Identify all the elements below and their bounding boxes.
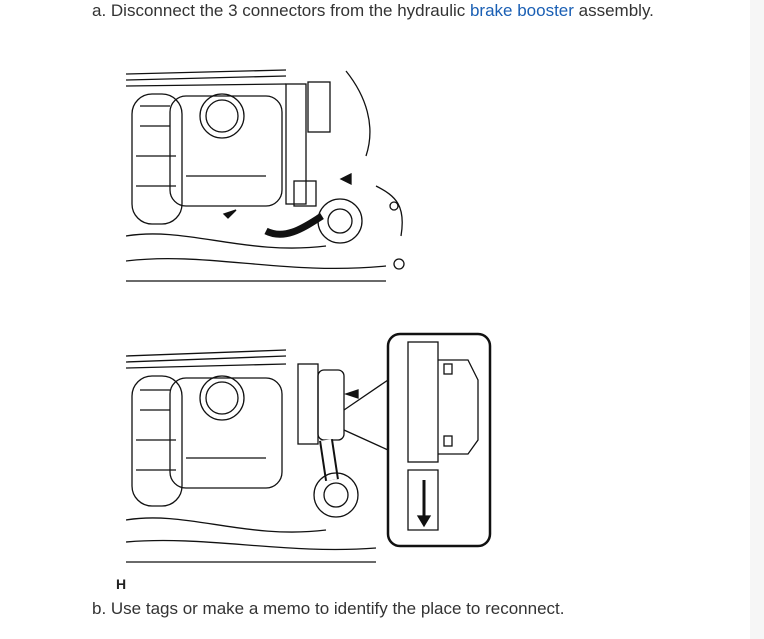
illustration-top [126, 66, 416, 294]
step-a: a. Disconnect the 3 connectors from the … [92, 1, 654, 21]
scrollbar-track[interactable] [750, 0, 764, 639]
brake-booster-link[interactable]: brake booster [469, 1, 574, 20]
illustration-bottom [126, 330, 492, 568]
step-a-suffix: assembly. [573, 1, 654, 20]
figure-label: H [116, 576, 127, 592]
step-b: b. Use tags or make a memo to identify t… [92, 599, 565, 618]
step-a-text: a. Disconnect the 3 connectors from the … [92, 1, 470, 20]
